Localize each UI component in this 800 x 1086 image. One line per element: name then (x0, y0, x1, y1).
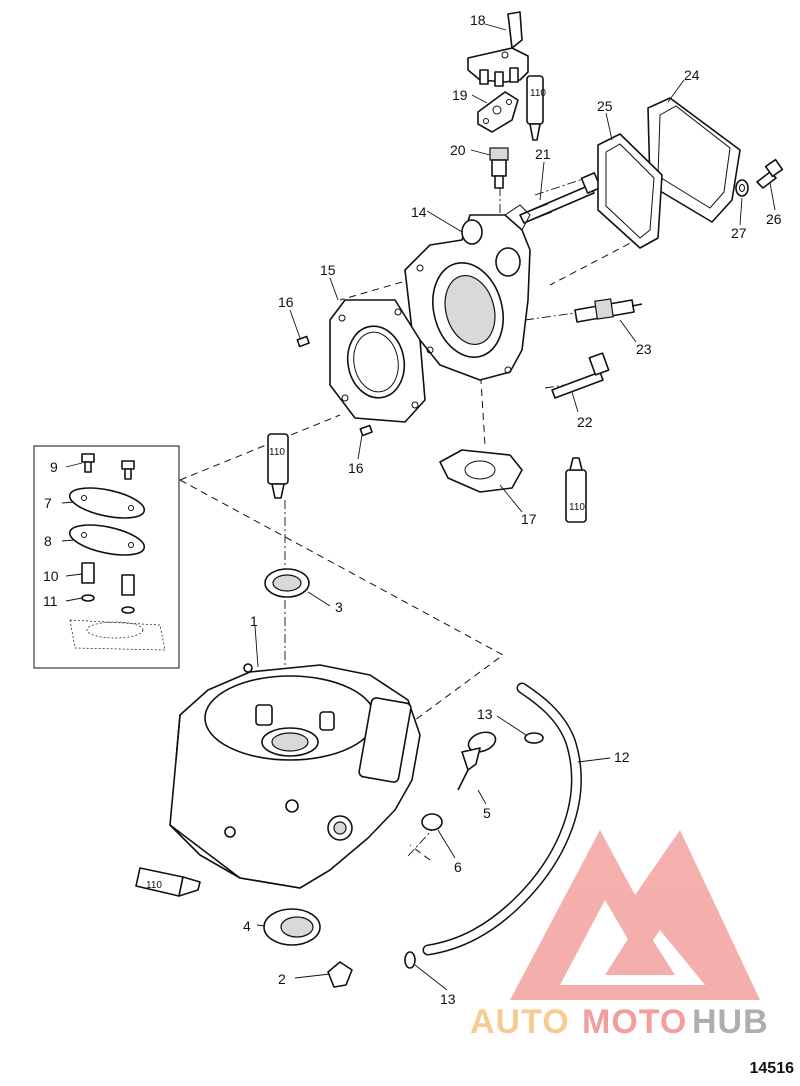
callout-27: 27 (731, 225, 747, 241)
part-13-clamp-upper (524, 732, 544, 744)
inset-cover-ghost (69, 619, 166, 651)
watermark-hub: HUB (692, 1003, 769, 1041)
part-6-o-ring (421, 813, 443, 831)
watermark-auto: AUTO (470, 1003, 570, 1041)
part-16-dowel-lower (359, 424, 373, 437)
callout-23: 23 (636, 341, 652, 357)
sealant-tube-110-bottom: 110 (135, 867, 201, 897)
watermark-wordmark: AUTO MOTO HUB (470, 1003, 769, 1041)
part-18-bracket (467, 11, 529, 87)
callout-4: 4 (243, 918, 251, 934)
part-9-screws (81, 453, 135, 480)
inset-leader-lines (61, 462, 83, 602)
callout-17: 17 (521, 511, 537, 527)
assembly-dashed-lines (179, 237, 641, 861)
callout-5: 5 (483, 805, 491, 821)
callout-13-upper: 13 (477, 706, 493, 722)
part-14-cylinder-head (404, 204, 531, 381)
callout-10: 10 (43, 568, 59, 584)
document-id-number: 14516 (749, 1060, 795, 1077)
part-17-gasket (439, 449, 523, 493)
tube-label-top: 110 (530, 88, 546, 99)
part-4-bearing (263, 908, 321, 946)
callout-14: 14 (411, 204, 427, 220)
part-26-screw (756, 158, 784, 189)
tube-label-right: 110 (569, 502, 585, 513)
callout-labels: 1 2 3 4 5 6 7 8 9 10 11 12 13 13 14 15 1… (43, 12, 782, 1007)
part-19-gasket (477, 91, 519, 133)
callout-25: 25 (597, 98, 613, 114)
part-25-gasket (597, 133, 663, 249)
callout-6: 6 (454, 859, 462, 875)
callout-16-upper: 16 (278, 294, 294, 310)
part-23-spark-plug (574, 298, 643, 323)
part-24-cover (647, 97, 741, 223)
callout-22: 22 (577, 414, 593, 430)
inset-box (33, 445, 180, 669)
part-7-cover-plate (68, 487, 146, 519)
callout-13-lower: 13 (440, 991, 456, 1007)
callout-12: 12 (614, 749, 630, 765)
watermark-logo-mark (510, 830, 760, 1000)
tube-label-bottom: 110 (146, 880, 162, 891)
part-22-bolt (551, 352, 610, 399)
callout-26: 26 (766, 211, 782, 227)
callout-21: 21 (535, 146, 551, 162)
callout-3: 3 (335, 599, 343, 615)
callout-24: 24 (684, 67, 700, 83)
callout-8: 8 (44, 533, 52, 549)
tube-label-left: 110 (269, 447, 285, 458)
watermark-moto: MOTO (582, 1003, 687, 1041)
callout-18: 18 (470, 12, 486, 28)
sealant-tube-110-top: 110 (526, 75, 546, 141)
part-20-thermostat (489, 147, 509, 189)
callout-20: 20 (450, 142, 466, 158)
part-16-dowel-upper (296, 335, 310, 348)
sealant-tube-110-right: 110 (565, 457, 587, 523)
part-15-head-gasket (329, 299, 426, 423)
part-8-gasket (68, 524, 146, 556)
part-27-washer (735, 179, 749, 197)
callout-9: 9 (50, 459, 58, 475)
callout-2: 2 (278, 971, 286, 987)
part-21-bolt (519, 172, 602, 224)
sealant-tube-110-left: 110 (267, 433, 289, 499)
callout-19: 19 (452, 87, 468, 103)
callout-7: 7 (44, 495, 52, 511)
part-12-hose (422, 682, 582, 956)
part-11-washers (81, 594, 135, 614)
part-2-elbow-fitting (327, 961, 353, 988)
callout-15: 15 (320, 262, 336, 278)
callout-1: 1 (250, 613, 258, 629)
callout-11: 11 (43, 593, 58, 609)
part-5-fitting (457, 731, 497, 791)
part-1-crankcase (169, 663, 421, 889)
part-3-seal (264, 568, 310, 598)
part-10-dowel-sleeves (81, 562, 135, 596)
leader-lines (254, 23, 776, 991)
part-13-clamp-lower (404, 951, 416, 969)
callout-16-lower: 16 (348, 460, 364, 476)
